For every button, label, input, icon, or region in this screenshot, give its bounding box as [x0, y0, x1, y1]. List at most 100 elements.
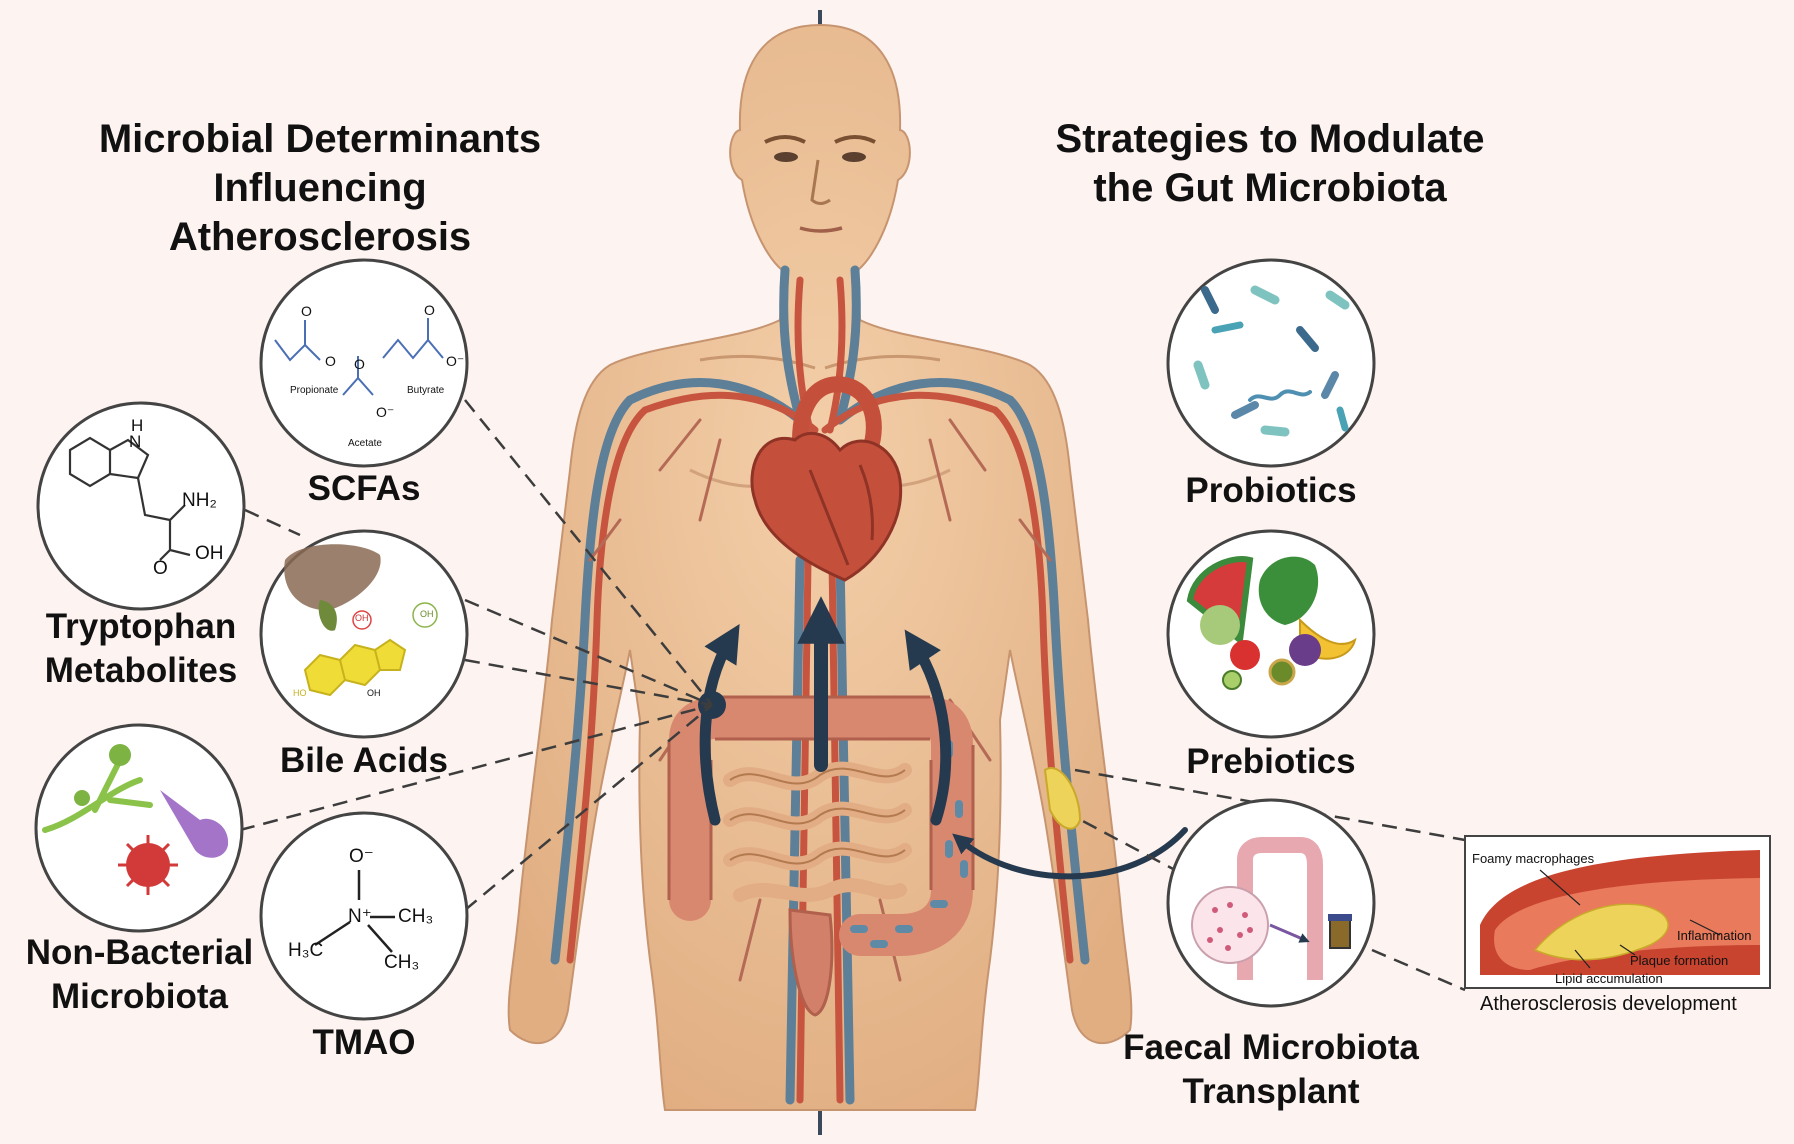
right-title: Strategies to Modulate the Gut Microbiot… [1055, 117, 1485, 210]
inset-leader-lines [1539, 869, 1721, 969]
tryptophan-atom-o: O [153, 558, 168, 579]
collarbones [699, 354, 941, 370]
bile-atom-3: OH [367, 688, 381, 698]
scfas-circle [259, 258, 469, 468]
heart [750, 376, 903, 582]
propionate-structure [274, 320, 321, 362]
left-eye [774, 152, 798, 162]
probiotics-label: Probiotics [1185, 471, 1357, 510]
bile-atom-4: HO [293, 688, 307, 698]
fmt-arrow [952, 827, 1188, 880]
tryptophan-label: Tryptophan Metabolites [44, 607, 238, 690]
bacteria-cluster [1193, 285, 1350, 437]
arrow-right [904, 629, 952, 826]
transfer-arrow [1269, 923, 1310, 943]
arrow-left [699, 623, 740, 826]
spore-2 [74, 790, 90, 806]
bile-atom-2: OH [420, 609, 434, 619]
microbe-dots [1207, 902, 1253, 951]
vein [550, 265, 1090, 1105]
grapes [1289, 634, 1321, 666]
tryptophan-circle [36, 401, 246, 611]
right-eye [842, 152, 866, 162]
scfas-atom-2: O [424, 302, 435, 318]
arm-plaque [1043, 767, 1082, 830]
yeast-cell [160, 790, 229, 858]
atherosclerosis-caption: Atherosclerosis development [1480, 993, 1737, 1015]
nose [810, 159, 831, 205]
tmao-atom-ch3-bottom: CH₃ [384, 952, 420, 973]
connector-bile-acids-1 [464, 598, 713, 707]
apple [1230, 640, 1260, 670]
tmao-circle [259, 811, 469, 1021]
leafy-greens [1258, 556, 1319, 625]
foamy-macrophages-label: Foamy macrophages [1472, 851, 1595, 866]
connector-bile-acids-2 [464, 658, 713, 707]
side-chain [136, 477, 191, 561]
plaque-formation-label: Plaque formation [1630, 953, 1729, 968]
non-bacterial-circle [34, 723, 244, 933]
scfas-atom-6: O⁻ [376, 404, 395, 420]
spore [109, 744, 131, 766]
plaque-deposit [1533, 903, 1669, 961]
heart-detail [808, 464, 874, 566]
gut-to-heart-arrows [698, 596, 1188, 880]
indole-ring [68, 436, 150, 488]
carboxyl-marker [412, 602, 438, 628]
acetate-structure [342, 356, 374, 396]
tmao-atom-o: O⁻ [349, 846, 374, 867]
liver [284, 544, 381, 611]
butyrate-structure [382, 318, 444, 360]
tmao-label: TMAO [312, 1023, 416, 1062]
bile-acids-circle [259, 529, 469, 739]
microbe-sample [1191, 886, 1269, 964]
tryptophan-atom-oh: OH [195, 543, 224, 564]
blood-vessels [550, 265, 1090, 1105]
small-intestine-outline [729, 767, 906, 865]
scfas-atom-1: O [301, 303, 312, 319]
inflammation-label: Inflammation [1677, 928, 1752, 943]
scfas-atom-3: O [325, 353, 336, 369]
gallbladder [318, 600, 337, 631]
connector-plaque-2 [1061, 808, 1176, 872]
mouth [799, 226, 843, 233]
scfas-label: SCFAs [307, 469, 421, 508]
steroid-structure [303, 638, 407, 697]
butyrate-label: Butyrate [407, 385, 445, 396]
jar-lid [1328, 914, 1352, 921]
colon-icon [1237, 837, 1323, 980]
tmao-bonds [314, 870, 395, 953]
artery [566, 276, 1074, 1104]
connector-fmt-inset [1371, 948, 1466, 992]
tryptophan-atom-h: H [131, 416, 144, 435]
left-eyebrow [764, 135, 806, 144]
cabbage [1200, 605, 1240, 645]
connector-tryptophan [244, 508, 301, 537]
rectum [788, 908, 834, 1017]
sample-jar [1329, 919, 1351, 949]
prebiotics-circle [1166, 529, 1376, 739]
tmao-atom-ch3-right: CH₃ [398, 906, 434, 927]
bile-acids-label: Bile Acids [280, 741, 448, 780]
prebiotics-label: Prebiotics [1186, 742, 1356, 781]
lipid-accumulation-label: Lipid accumulation [1555, 971, 1663, 986]
acetate-label: Acetate [348, 438, 382, 449]
connector-non-bacterial [239, 703, 713, 832]
fungal-hyphae [42, 757, 153, 833]
avocado [1268, 658, 1296, 686]
propionate-label: Propionate [290, 385, 339, 396]
virus-spikes [118, 835, 178, 895]
tryptophan-atom-n: N [129, 432, 142, 451]
connector-tmao [464, 704, 713, 911]
aortic-arch [792, 376, 882, 453]
hydroxyl-marker [352, 610, 372, 630]
probiotics-circle [1166, 258, 1376, 468]
right-eyebrow [834, 135, 876, 144]
bile-atom-1: OH [355, 613, 369, 623]
non-bacterial-label: Non-Bacterial Microbiota [25, 933, 254, 1016]
fmt-label: Faecal Microbiota Transplant [1123, 1028, 1419, 1111]
tryptophan-atom-nh2: NH₂ [182, 490, 217, 511]
fmt-circle [1166, 798, 1376, 1008]
